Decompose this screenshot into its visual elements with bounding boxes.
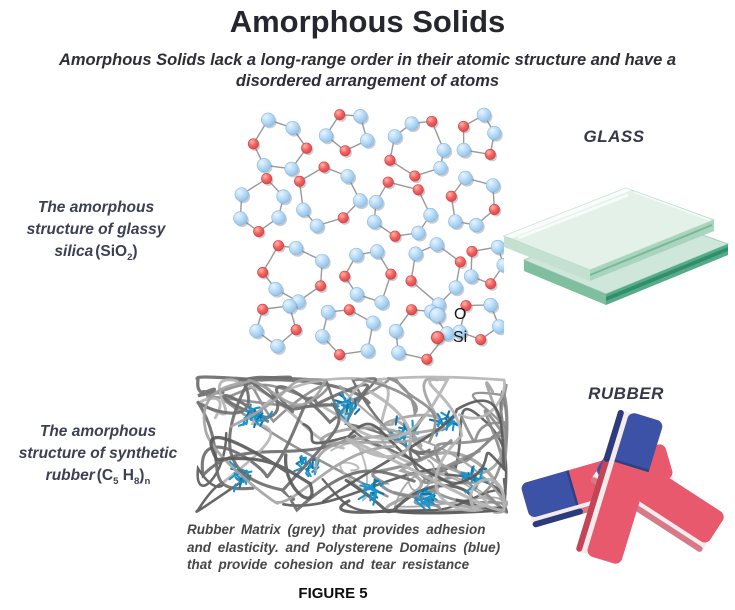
oxygen-atom-icon — [429, 306, 445, 323]
rubber-caption: Rubber Matrix (grey) that provides adhes… — [187, 521, 535, 574]
rubber-chemical-formula: (C5 H8)n — [96, 467, 151, 488]
silicon-atom-icon — [431, 331, 444, 344]
silica-description-line-1: The amorphous — [37, 199, 155, 216]
silica-chemical-formula: (SiO2) — [95, 243, 138, 264]
page-subtitle: Amorphous Solids lack a long-range order… — [0, 50, 735, 92]
silica-formula: silica(SiO2) — [5, 241, 187, 269]
page-title: Amorphous Solids — [229, 4, 506, 39]
erasers-illustration — [520, 409, 727, 566]
rubber-caption-line-3: that provide cohesion and tear resistanc… — [187, 557, 470, 572]
rubber-description-line-2: structure of synthetic — [18, 445, 178, 462]
rubber-word: rubber — [45, 467, 95, 484]
legend-label-oxygen: O — [454, 305, 467, 323]
silica-description: The amorphous structure of glassy silica… — [5, 197, 187, 269]
figure-number-label: FIGURE 5 — [298, 585, 368, 602]
rubber-image-label: RUBBER — [588, 384, 664, 403]
silica-description-line-2: structure of glassy — [26, 221, 166, 238]
rubber-description-line-1: The amorphous — [39, 423, 157, 440]
legend-item-silicon: Si — [429, 326, 467, 349]
silica-word: silica — [54, 243, 94, 260]
subtitle-line-1: Amorphous Solids lack a long-range order… — [58, 51, 677, 69]
glass-panes-illustration — [502, 187, 730, 305]
rubber-caption-line-2: and elasticity. and Polysterene Domains … — [187, 539, 501, 555]
rubber-caption-line-1: Rubber Matrix (grey) that provides adhes… — [187, 522, 486, 537]
rubber-description: The amorphous structure of synthetic rub… — [4, 421, 192, 493]
rubber-polymer-illustration — [195, 375, 509, 515]
silica-network-illustration — [233, 107, 504, 366]
rubber-formula: rubber(C5 H8)n — [4, 465, 192, 493]
legend-label-silicon: Si — [453, 328, 468, 346]
subtitle-line-2: disordered arrangement of atoms — [235, 72, 500, 90]
atom-legend: O Si — [429, 303, 467, 349]
legend-item-oxygen: O — [429, 303, 467, 326]
glass-image-label: GLASS — [583, 127, 645, 146]
